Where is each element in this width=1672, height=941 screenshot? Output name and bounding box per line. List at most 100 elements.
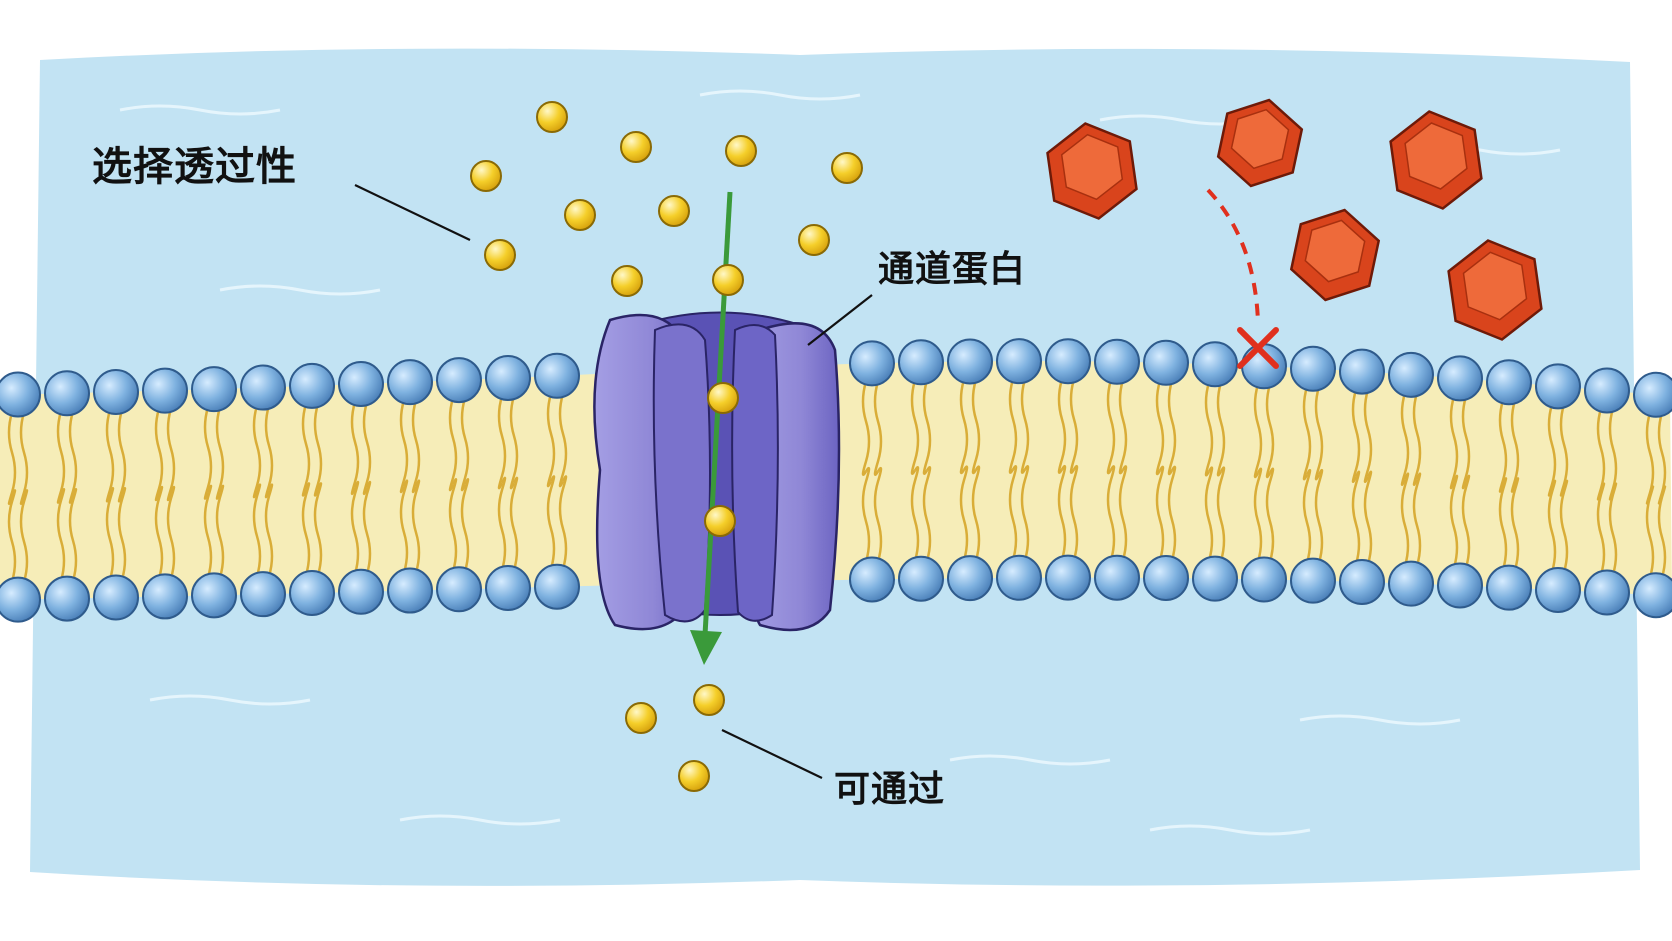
phospholipid-head — [1241, 556, 1287, 603]
lipid-tail — [350, 401, 360, 495]
lipid-tail — [1400, 392, 1410, 486]
phospholipid-head — [1388, 351, 1434, 398]
lipid-tail — [362, 401, 372, 495]
lipid-tail — [1559, 479, 1569, 573]
phospholipid-head — [1437, 562, 1483, 609]
lipid-tail — [19, 412, 29, 505]
ion-particle — [564, 199, 596, 231]
lipid-tail — [362, 480, 372, 575]
lipid-tail — [558, 475, 568, 570]
phospholipid-head — [947, 338, 993, 385]
lipid-tail — [105, 409, 115, 503]
phospholipid-head — [1437, 355, 1483, 402]
phospholipid-head — [1143, 555, 1189, 602]
phospholipid-head — [0, 576, 41, 623]
phospholipid-head — [1584, 367, 1630, 414]
ion-particle — [693, 684, 725, 716]
phospholipid-head — [1535, 363, 1581, 410]
lipid-tail — [1167, 380, 1177, 476]
blocked-path — [1206, 188, 1279, 369]
phospholipid-head — [849, 340, 895, 387]
lipid-tail — [313, 482, 323, 576]
lipid-tail — [1645, 412, 1655, 505]
phospholipid-head — [898, 555, 944, 602]
lipid-tail — [1412, 392, 1422, 486]
lipid-tail — [1118, 465, 1128, 561]
lipid-tail — [1069, 378, 1079, 474]
lipid-tail — [873, 466, 883, 562]
lipid-tail — [1020, 378, 1030, 474]
phospholipid-head — [436, 566, 482, 613]
lipid-tail — [1302, 468, 1312, 563]
phospholipid-head — [142, 367, 188, 414]
lipid-tail — [264, 483, 274, 577]
phospholipid-head — [93, 574, 139, 621]
lipid-tail — [301, 403, 311, 497]
phospholipid-head — [996, 338, 1042, 385]
red-x-icon — [1237, 327, 1279, 369]
large-molecule — [1289, 208, 1381, 302]
protein-center-left-subunit — [652, 323, 711, 623]
ion-particle — [704, 505, 736, 537]
lipid-tail — [509, 476, 519, 571]
lipid-tail — [910, 379, 920, 475]
lipid-tail — [1547, 479, 1557, 573]
molecule-top-face — [1230, 108, 1290, 170]
large-molecule — [1389, 110, 1483, 210]
channel-protein — [593, 311, 841, 632]
ion-particle — [536, 101, 568, 133]
lipid-tail — [460, 397, 470, 492]
lipid-tail — [1106, 379, 1116, 475]
lipid-tail — [509, 395, 519, 490]
lipid-tail — [1461, 474, 1471, 568]
phospholipid-head — [387, 567, 433, 614]
lipid-tail — [1069, 465, 1079, 560]
phospholipid-head — [1192, 555, 1238, 602]
lipid-tail — [117, 487, 127, 580]
phospholipid-head — [93, 368, 139, 415]
phospholipid-head — [289, 362, 335, 409]
phospholipid-head — [485, 565, 531, 612]
ion-particle — [712, 264, 744, 296]
ion-particle — [620, 131, 652, 163]
lipid-tail — [1449, 474, 1459, 568]
lipid-tail — [971, 379, 981, 475]
lipid-tail — [959, 379, 969, 475]
lipid-tail — [1608, 408, 1618, 501]
lipid-tail — [1351, 389, 1361, 484]
lipid-tail — [203, 484, 213, 578]
lipid-tail — [166, 408, 176, 502]
lipid-tail — [1314, 386, 1324, 481]
membrane-core-right — [830, 361, 1672, 597]
molecule-top-face — [1462, 251, 1528, 321]
phospholipid-head — [44, 370, 90, 417]
lipid-tail — [1118, 379, 1128, 475]
lipid-tail — [1167, 465, 1177, 561]
lipid-tail — [1510, 477, 1520, 571]
phospholipid-head — [338, 568, 384, 615]
lipid-tail — [1657, 412, 1667, 505]
phospholipid-head — [191, 572, 237, 619]
lipid-tail — [1363, 470, 1373, 565]
lipid-tail — [1155, 380, 1165, 476]
lipid-tail — [546, 393, 556, 488]
lipid-tail — [861, 381, 871, 476]
lipid-tail — [558, 393, 568, 488]
ion-particle — [611, 265, 643, 297]
leader-lines — [354, 184, 873, 779]
label-selective-permeability: 选择透过性 — [92, 144, 297, 190]
molecule-top-face — [1304, 219, 1366, 283]
lipid-tail — [1314, 468, 1324, 563]
lipid-tail — [56, 410, 66, 504]
lipid-tail — [154, 408, 164, 502]
phospholipid-head — [996, 554, 1042, 601]
lipid-tail — [1510, 399, 1520, 493]
lipid-tail — [1008, 465, 1018, 561]
lipid-tail — [460, 478, 470, 572]
ion-particle — [470, 160, 502, 192]
lipid-tail — [922, 466, 932, 562]
ion-particle — [707, 382, 739, 414]
phospholipid-head — [1094, 338, 1140, 385]
phospholipid-head — [534, 352, 580, 399]
